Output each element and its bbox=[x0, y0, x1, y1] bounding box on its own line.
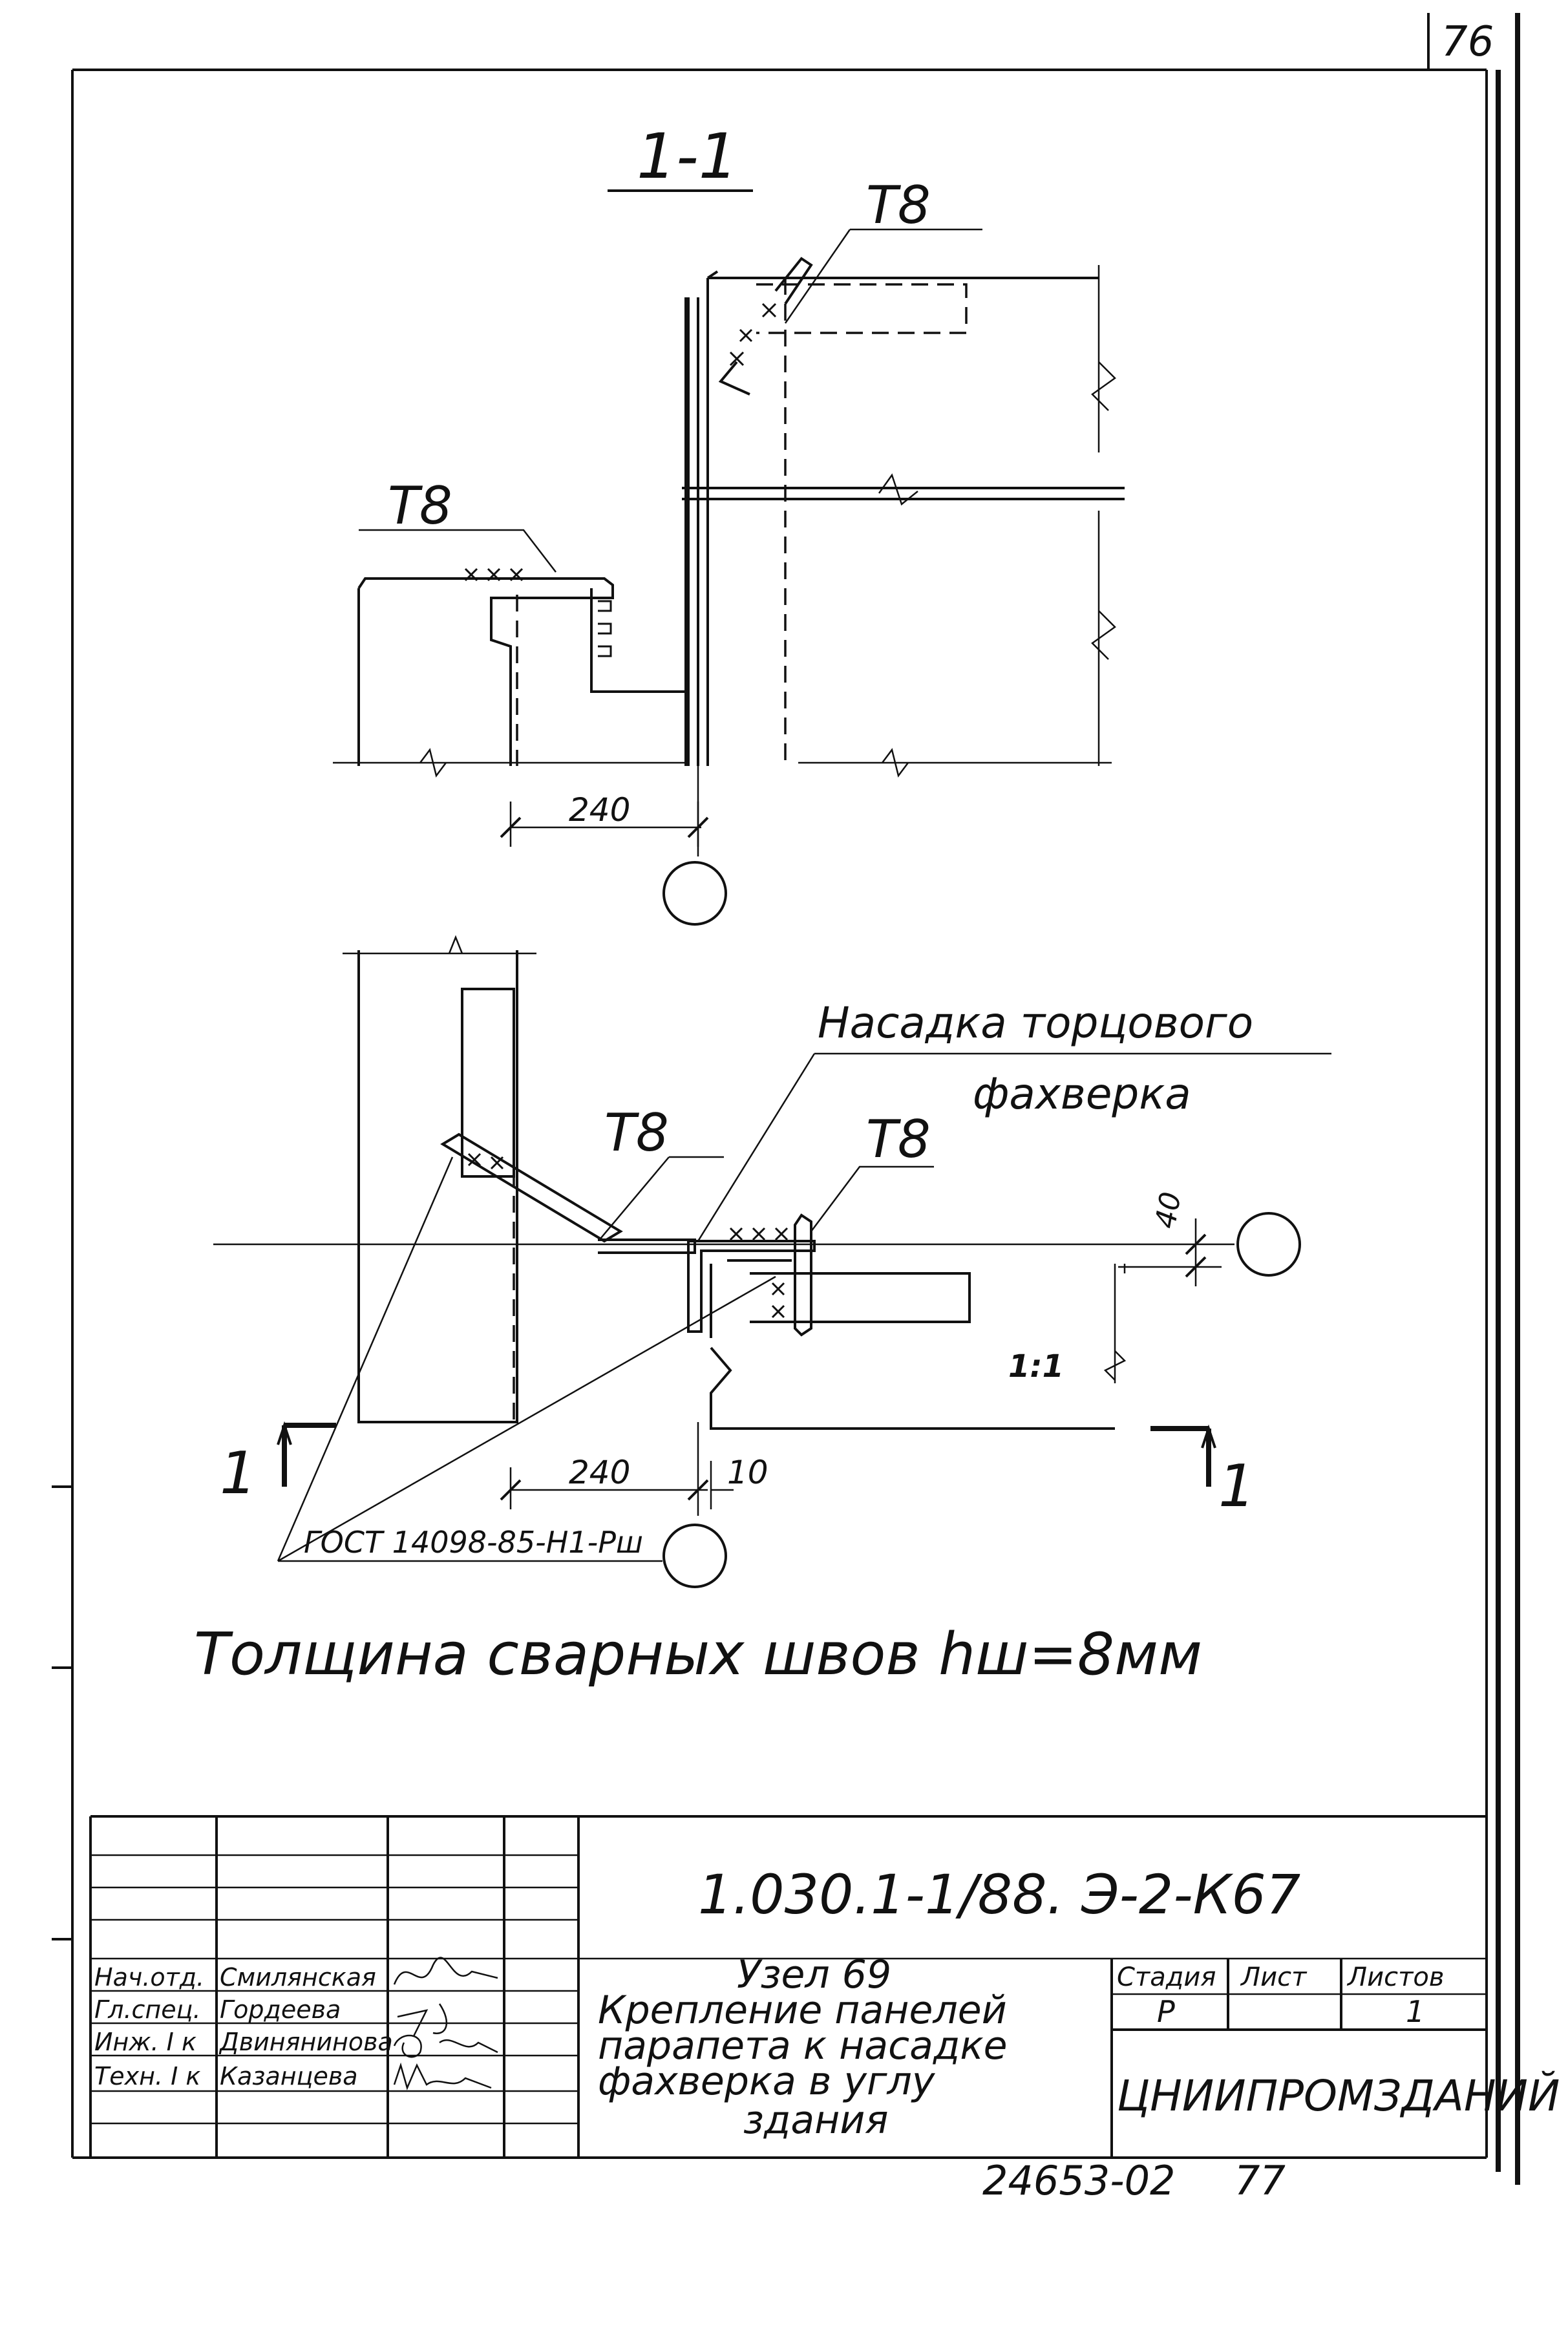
plan-right-panel bbox=[750, 1272, 971, 1323]
signature-3 bbox=[393, 2034, 498, 2058]
sheet-number: 76 bbox=[1441, 18, 1494, 66]
designation: 1.030.1-1/88. Э-2-К67 bbox=[698, 1863, 1300, 1926]
staff-name-4: Казанцева bbox=[220, 2062, 358, 2090]
title-line-2: Крепление панелей bbox=[598, 1988, 1007, 2033]
signature-1 bbox=[393, 1957, 498, 1985]
sheet-frame bbox=[52, 13, 1520, 2185]
weld-note: Толщина сварных швов hш=8мм bbox=[194, 1621, 1202, 1688]
mark-t8-top: T8 bbox=[866, 175, 931, 235]
axis-bubble-plan bbox=[662, 1524, 727, 1588]
staff-role-3: Инж. I к bbox=[94, 2028, 196, 2056]
staff-name-2: Гордеева bbox=[220, 1995, 341, 2024]
title-line-4: фахверка в углу bbox=[598, 2059, 936, 2104]
dim-240-section: 240 bbox=[569, 791, 630, 829]
diagonal-plate bbox=[440, 1132, 623, 1243]
title-block: 1.030.1-1/88. Э-2-К67 Узел 69 Крепление … bbox=[89, 1815, 1560, 2158]
staff-name-3: Двинянинова bbox=[218, 2028, 393, 2056]
axis-bubble-right bbox=[1236, 1212, 1301, 1277]
dim-40: 40 bbox=[1149, 1189, 1188, 1231]
staff-role-2: Гл.спец. bbox=[94, 1995, 201, 2024]
title-line-3: парапета к насадке bbox=[598, 2023, 1008, 2068]
mark-t8-left: T8 bbox=[388, 476, 452, 536]
dim-240-plan: 240 bbox=[569, 1454, 630, 1491]
nasadka-angle bbox=[687, 1240, 816, 1333]
weld-symbol: ГОСТ 14098-85-Н1-Рш bbox=[304, 1525, 643, 1560]
cut-right-label: 1 bbox=[1218, 1452, 1255, 1520]
staff-role-1: Нач.отд. bbox=[94, 1963, 204, 1992]
footer-page: 77 bbox=[1234, 2157, 1286, 2204]
sheet-header: Лист bbox=[1240, 1962, 1308, 1992]
sheets-value: 1 bbox=[1406, 1994, 1425, 2029]
cut-mark-left bbox=[282, 1423, 336, 1487]
footer-code: 24653-02 bbox=[982, 2157, 1176, 2204]
cut-mark-right bbox=[1150, 1426, 1211, 1487]
organization: ЦНИИПРОМЗДАНИЙ bbox=[1117, 2070, 1560, 2121]
column-outline bbox=[706, 270, 1099, 766]
title-line-1: Узел 69 bbox=[737, 1952, 891, 1997]
mark-t8-plan-left: T8 bbox=[604, 1103, 669, 1163]
signature-4 bbox=[393, 2062, 492, 2090]
callout-line2: фахверка bbox=[973, 1069, 1191, 1119]
signature-2 bbox=[397, 2003, 447, 2037]
left-panel-outline bbox=[357, 577, 452, 766]
axis-bubble-section bbox=[662, 861, 727, 926]
callout-line1: Насадка торцового bbox=[818, 998, 1253, 1048]
cut-left-label: 1 bbox=[220, 1440, 257, 1507]
plan-view: T8 1:1 40 Насадка торцового фахверка T bbox=[213, 935, 1331, 1588]
weld-leader bbox=[277, 1156, 776, 1562]
top-weld-plate bbox=[774, 257, 813, 305]
sheets-header: Листов bbox=[1346, 1962, 1444, 1992]
section-1-1-view: 1-1 T8 T8 bbox=[333, 120, 1125, 926]
section-label: 1-1 bbox=[637, 120, 738, 193]
mark-t8-plan-right: T8 bbox=[866, 1109, 931, 1169]
staff-role-4: Техн. I к bbox=[94, 2062, 200, 2090]
dim-10: 10 bbox=[727, 1454, 768, 1491]
plan-left-panel bbox=[357, 950, 518, 1423]
stage-header: Стадия bbox=[1117, 1962, 1216, 1992]
stage-value: Р bbox=[1157, 1994, 1175, 2029]
staff-name-1: Смилянская bbox=[220, 1963, 376, 1992]
bracket-angle bbox=[452, 577, 614, 766]
side-mark: 1:1 bbox=[1008, 1348, 1064, 1385]
title-line-5: здания bbox=[743, 2098, 888, 2143]
